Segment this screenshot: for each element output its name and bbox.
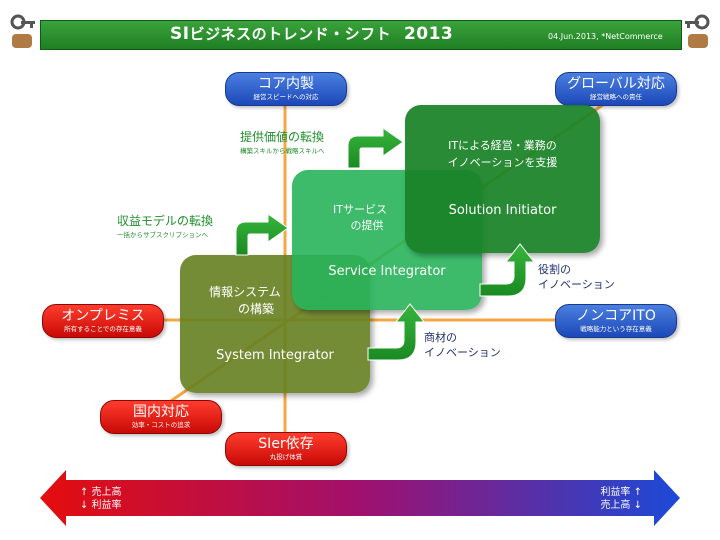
system-integrator-desc-line2: の構築	[237, 302, 274, 316]
right-trend-line2: 売上高 ↓	[600, 500, 642, 511]
core-insourcing-pill: コア内製 経営スピードへの対応	[225, 72, 347, 106]
revenue-model-sub: 一括からサブスクリプションへ	[117, 231, 208, 239]
service-integrator-title: Service Integrator	[328, 264, 446, 279]
right-trend-label: 利益率 ↑ 売上高 ↓	[582, 486, 642, 512]
solution-initiator-desc-line2: イノベーションを支援	[447, 156, 558, 169]
value-sub: 構築スキルから戦略スキルへ	[240, 147, 325, 155]
domestic-sub: 効率・コストの追求	[131, 421, 191, 429]
left-trend-line1: ↑ 売上高	[80, 487, 122, 498]
system-integrator-title: System Integrator	[216, 348, 334, 363]
left-key-icon	[10, 14, 35, 48]
value-title: 提供価値の転換	[240, 130, 325, 144]
value-arrow	[347, 127, 404, 169]
system-integrator-desc-line1: 情報システム	[209, 285, 281, 299]
on-premise-label: オンプレミス	[61, 308, 145, 324]
system-integrator-desc: 情報システム の構築	[180, 284, 310, 318]
product-innovation-line1: 商材の	[424, 331, 457, 344]
title-year: 2013	[403, 24, 454, 44]
right-key-icon	[685, 14, 710, 48]
domestic-label: 国内対応	[133, 404, 189, 420]
core-insourcing-label: コア内製	[258, 76, 314, 92]
role-innovation-line2: イノベーション	[538, 278, 615, 291]
left-trend-label: ↑ 売上高 ↓ 利益率	[80, 486, 122, 512]
solution-initiator-title: Solution Initiator	[448, 203, 557, 218]
solution-initiator-desc-line1: ITによる経営・業務の	[448, 139, 557, 152]
product-innovation-line2: イノベーション	[424, 346, 501, 359]
revenue-model-arrow	[235, 213, 289, 256]
service-integrator-desc-line1: ITサービス	[333, 203, 387, 216]
title-main: ビジネスのトレンド・シフト	[189, 25, 392, 43]
solution-initiator-box	[405, 105, 600, 253]
global-sub: 経営戦略への責任	[590, 93, 642, 101]
solution-initiator-desc: ITによる経営・業務の イノベーションを支援	[405, 137, 600, 171]
title-banner	[40, 20, 682, 50]
domestic-pill: 国内対応 効率・コストの追求	[100, 400, 222, 434]
sier-dependence-label: SIer依存	[258, 436, 314, 452]
revenue-model-title: 収益モデルの転換	[117, 214, 214, 228]
role-innovation-label: 役割の イノベーション	[538, 262, 615, 292]
global-label: グローバル対応	[567, 76, 665, 92]
sier-dependence-sub: 丸投げ体質	[269, 453, 303, 461]
page-title: SIビジネスのトレンド・シフト 2013	[170, 22, 550, 46]
core-insourcing-sub: 経営スピードへの対応	[253, 93, 319, 101]
role-innovation-line1: 役割の	[538, 263, 571, 276]
on-premise-pill: オンプレミス 所有することでの存在意義	[42, 304, 164, 338]
global-pill: グローバル対応 経営戦略への責任	[555, 72, 677, 106]
left-trend-line2: ↓ 利益率	[80, 500, 122, 511]
role-innovation-arrow	[479, 243, 536, 297]
on-premise-sub: 所有することでの存在意義	[64, 325, 142, 333]
right-trend-line1: 利益率 ↑	[600, 487, 642, 498]
product-innovation-label: 商材の イノベーション	[424, 330, 501, 360]
non-core-ito-label: ノンコアITO	[576, 308, 656, 324]
non-core-ito-sub: 戦略能力という存在意義	[580, 325, 652, 333]
trend-gradient-arrow	[40, 470, 680, 526]
sier-dependence-pill: SIer依存 丸投げ体質	[225, 432, 347, 466]
service-integrator-desc-line2: の提供	[350, 219, 384, 232]
service-integrator-desc: ITサービス の提供	[312, 202, 408, 234]
product-innovation-arrow	[367, 303, 426, 361]
date-credit: 04.Jun.2013, *NetCommerce	[548, 32, 663, 41]
title-prefix: SI	[170, 24, 190, 44]
non-core-ito-pill: ノンコアITO 戦略能力という存在意義	[555, 304, 677, 338]
